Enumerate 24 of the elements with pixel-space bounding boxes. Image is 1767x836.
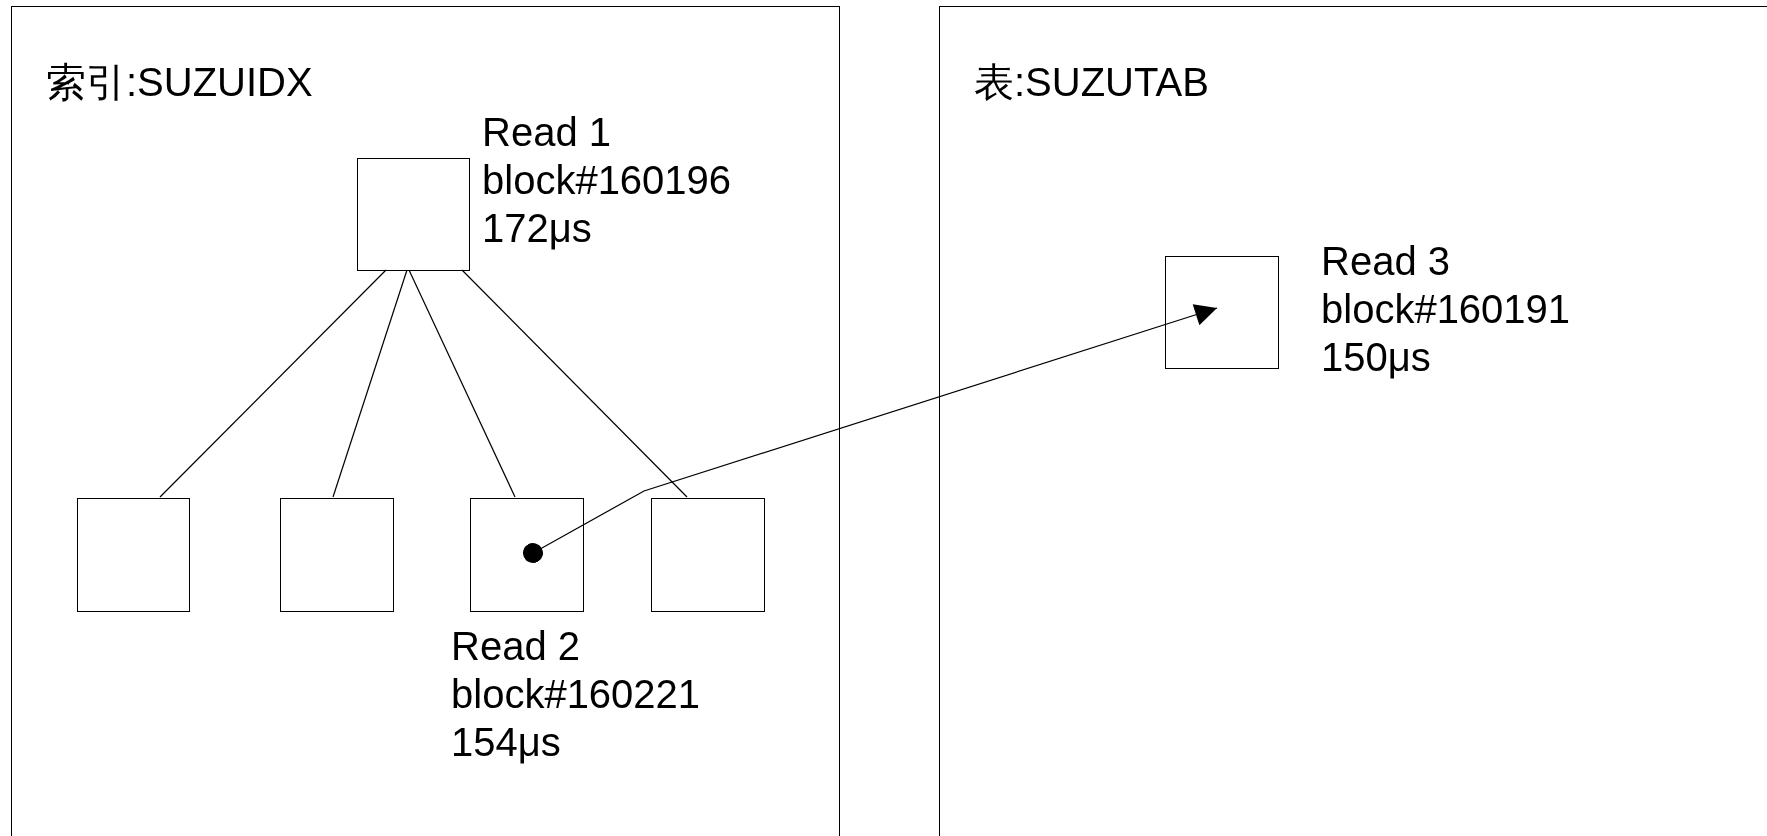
tree-link-line bbox=[159, 269, 387, 498]
block-box bbox=[1165, 256, 1279, 369]
block-box bbox=[651, 498, 765, 612]
region-frame bbox=[939, 6, 1767, 836]
block-read-label: Read 1 bbox=[482, 109, 612, 156]
block-read-label: Read 2 bbox=[451, 623, 581, 670]
block-read-label: block#160196 bbox=[482, 157, 732, 204]
block-read-label: block#160191 bbox=[1321, 286, 1571, 333]
pointer-arrow bbox=[523, 304, 1218, 563]
block-box bbox=[77, 498, 190, 612]
tree-link-line bbox=[332, 269, 408, 498]
region-frame bbox=[11, 6, 840, 836]
block-read-label: 172μs bbox=[482, 205, 593, 252]
tree-link-line bbox=[461, 269, 688, 498]
block-read-label: block#160221 bbox=[451, 671, 701, 718]
block-box bbox=[357, 158, 470, 271]
region-title: 表:SUZUTAB bbox=[974, 59, 1209, 106]
tree-link-line bbox=[408, 269, 516, 498]
block-read-label: 154μs bbox=[451, 719, 562, 766]
block-read-label: 150μs bbox=[1321, 334, 1432, 381]
region-title: 索引:SUZUIDX bbox=[46, 59, 313, 106]
block-box bbox=[470, 498, 584, 612]
block-box bbox=[280, 498, 394, 612]
block-read-label: Read 3 bbox=[1321, 238, 1451, 285]
